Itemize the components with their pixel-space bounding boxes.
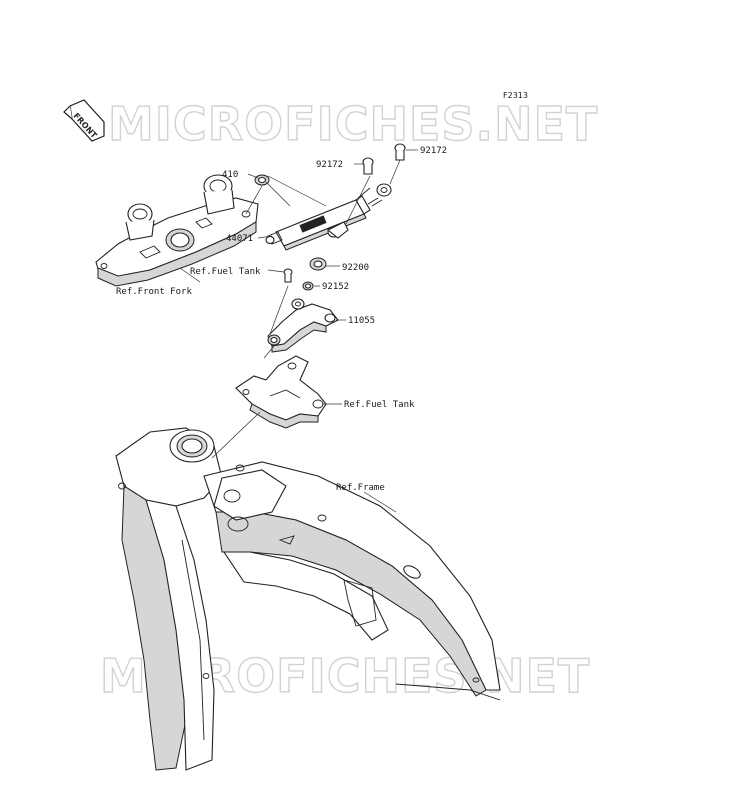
label-11055: 11055 (348, 316, 375, 326)
figure-code: F2313 (503, 91, 528, 100)
label-ref-frame: Ref.Frame (336, 483, 385, 493)
bracket-11055 (267, 298, 339, 353)
label-92152: 92152 (322, 282, 349, 292)
label-92172-left: 92172 (316, 160, 343, 170)
motorcycle-frame (115, 427, 501, 771)
washer-410 (254, 174, 270, 186)
label-92200: 92200 (342, 263, 369, 273)
label-44071: 44071 (226, 234, 253, 244)
label-ref-front-fork: Ref.Front Fork (116, 287, 192, 297)
label-ref-fuel-tank-1: Ref.Fuel Tank (190, 267, 261, 277)
watermark-top: MICROFICHES.NET (108, 97, 598, 151)
fuel-tank-bolt (283, 268, 293, 283)
label-92172-right: 92172 (420, 146, 447, 156)
front-arrow-icon: FRONT (63, 99, 105, 142)
collar-92152 (302, 281, 314, 291)
label-ref-fuel-tank-2: Ref.Fuel Tank (344, 400, 415, 410)
label-410: 410 (222, 170, 238, 180)
triple-clamp (95, 174, 259, 287)
leader-lines (179, 149, 418, 513)
collar-92200 (309, 257, 327, 271)
bolt-92172-right (394, 143, 406, 161)
fuel-tank-bracket (235, 355, 327, 429)
bolt-92172-left (362, 157, 374, 175)
steering-damper-44071 (265, 183, 392, 251)
